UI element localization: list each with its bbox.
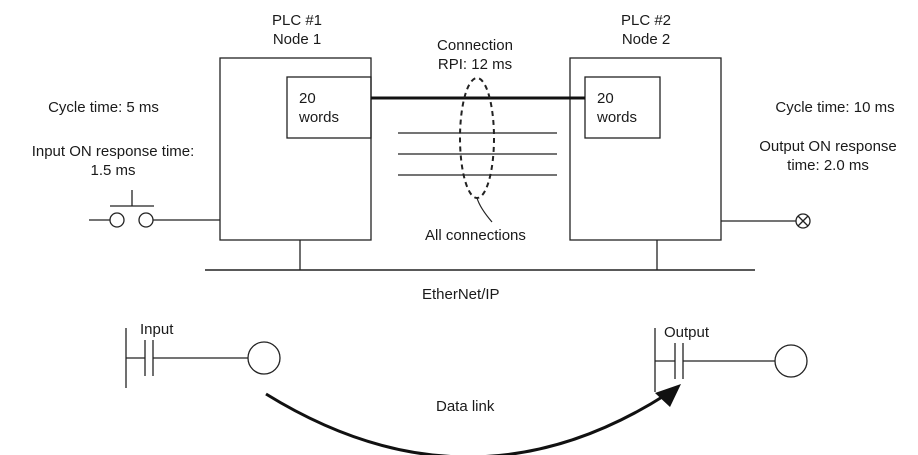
plc2-node: Node 2 xyxy=(621,31,671,48)
switch-contact-right xyxy=(138,212,154,228)
plc1-buffer-box xyxy=(286,76,372,139)
output-ladder-label: Output xyxy=(664,324,710,341)
output-response-line1: Output ON response xyxy=(759,138,897,155)
ethernet-label: EtherNet/IP xyxy=(422,286,500,303)
plc1-title: PLC #1 xyxy=(271,12,323,29)
input-ladder-label: Input xyxy=(140,321,174,338)
input-coil-icon xyxy=(247,341,281,375)
output-lamp-icon xyxy=(795,213,811,229)
plc1-buffer-unit: words xyxy=(299,109,340,126)
plc2-buffer-box xyxy=(584,76,661,139)
data-link-label: Data link xyxy=(436,398,495,415)
plc1-box xyxy=(219,57,372,241)
data-link-arrow xyxy=(265,392,668,455)
plc2-box xyxy=(569,57,722,241)
connection-rpi: RPI: 12 ms xyxy=(437,56,513,73)
right-cycle-time: Cycle time: 10 ms xyxy=(775,99,895,116)
plc2-buffer-count: 20 xyxy=(597,90,614,107)
connection-title: Connection xyxy=(437,37,513,54)
plc2-buffer-unit: words xyxy=(597,109,638,126)
all-connections-leader xyxy=(476,197,493,223)
output-response-line2: time: 2.0 ms xyxy=(787,157,869,174)
connections-dashed-ellipse xyxy=(459,77,495,199)
switch-contact-left xyxy=(109,212,125,228)
plc1-buffer-count: 20 xyxy=(299,90,316,107)
output-coil-icon xyxy=(774,344,808,378)
left-cycle-time: Cycle time: 5 ms xyxy=(48,99,159,116)
plc1-node: Node 1 xyxy=(272,31,322,48)
input-response-line2: 1.5 ms xyxy=(90,162,136,179)
input-response-line1: Input ON response time: xyxy=(31,143,195,160)
all-connections-label: All connections xyxy=(425,227,526,244)
data-link-arrowhead xyxy=(655,384,681,407)
plc2-title: PLC #2 xyxy=(620,12,672,29)
